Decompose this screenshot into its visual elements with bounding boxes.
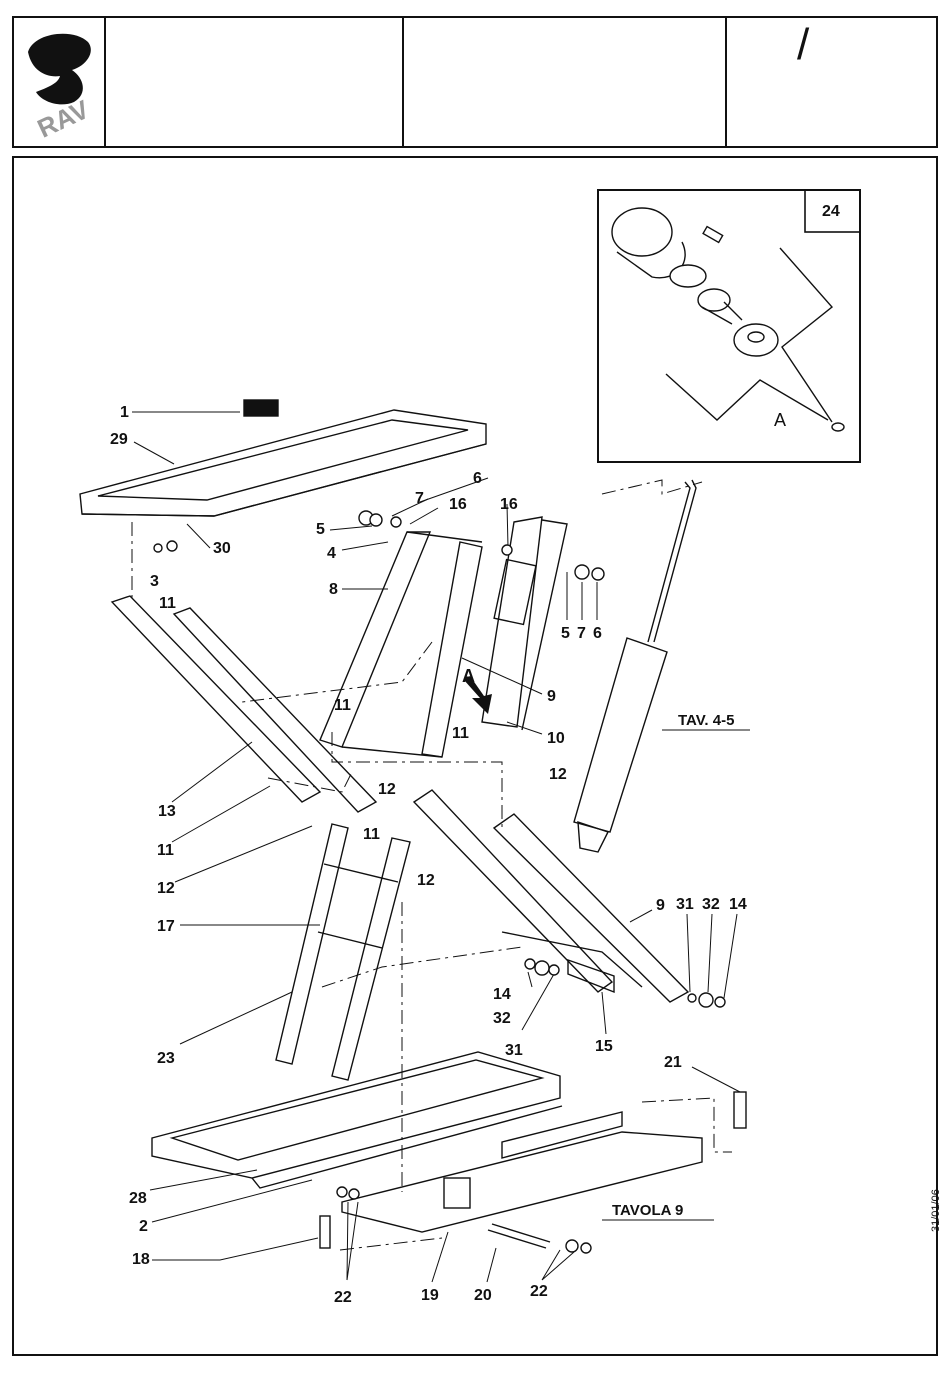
- part-label-7b: 7: [577, 625, 586, 642]
- inset-detail-label: A: [774, 410, 786, 430]
- part-label-10: 10: [547, 730, 565, 747]
- part-label-29: 29: [110, 431, 128, 448]
- part-label-16: 16: [449, 496, 467, 513]
- part-label-2: 2: [139, 1218, 148, 1235]
- part-label-18: 18: [132, 1251, 150, 1268]
- part-label-16b: 16: [500, 496, 518, 513]
- part-label-14: 14: [729, 896, 747, 913]
- part-label-21: 21: [664, 1054, 682, 1071]
- part-label-9: 9: [547, 688, 556, 705]
- part-label-12c: 12: [417, 872, 435, 889]
- part-label-11b: 11: [334, 697, 351, 714]
- part-label-17: 17: [157, 918, 175, 935]
- part-label-22b: 22: [530, 1283, 548, 1300]
- page-cell: /: [727, 18, 936, 146]
- part-label-7: 7: [415, 490, 424, 507]
- part-label-11d: 11: [363, 826, 380, 843]
- date-stamp: 31/01/06: [930, 1189, 942, 1232]
- hydraulic-cylinder: [574, 480, 696, 852]
- title-block: RAV /: [12, 16, 938, 148]
- part-label-22: 22: [334, 1289, 352, 1306]
- part-label-30: 30: [213, 540, 231, 557]
- inset-detail-24: 24 A: [598, 190, 860, 462]
- ref-tavola-9: TAVOLA 9: [612, 1202, 683, 1219]
- part-label-13: 13: [158, 803, 176, 820]
- logo-text: RAV: [33, 94, 94, 144]
- part-label-12: 12: [378, 781, 396, 798]
- part-label-12d: 12: [157, 880, 175, 897]
- part-label-6b: 6: [593, 625, 602, 642]
- part-label-8: 8: [329, 581, 338, 598]
- logo-cell: RAV: [14, 18, 106, 146]
- part-label-5: 5: [316, 521, 325, 538]
- part-label-4: 4: [327, 545, 336, 562]
- top-platform: [80, 400, 486, 516]
- inset-ref-number: 24: [822, 203, 840, 220]
- part-label-9b: 9: [656, 897, 665, 914]
- part-label-14b: 14: [493, 986, 511, 1003]
- part-label-31: 31: [676, 896, 694, 913]
- exploded-diagram: 24 A: [14, 158, 936, 1354]
- title-cell-1: [106, 18, 404, 146]
- lower-left-arms: [276, 824, 410, 1080]
- part-label-1: 1: [120, 404, 129, 421]
- page-mark: /: [797, 20, 809, 70]
- part-label-5b: 5: [561, 625, 570, 642]
- part-label-20: 20: [474, 1287, 492, 1304]
- part-label-11e: 11: [157, 842, 174, 859]
- part-label-32b: 32: [493, 1010, 511, 1027]
- part-label-28: 28: [129, 1190, 147, 1207]
- part-label-11c: 11: [452, 725, 469, 742]
- part-label-32: 32: [702, 896, 720, 913]
- rav-logo: RAV: [14, 18, 104, 146]
- part-label-23: 23: [157, 1050, 175, 1067]
- part-label-31b: 31: [505, 1042, 523, 1059]
- detail-arrow-label: A: [462, 666, 475, 686]
- part-label-6: 6: [473, 470, 482, 487]
- ref-tav-4-5: TAV. 4-5: [678, 712, 734, 729]
- part-label-3: 3: [150, 573, 159, 590]
- part-label-11: 11: [159, 595, 176, 612]
- exploded-view-frame: 24 A: [12, 156, 938, 1356]
- part-label-19: 19: [421, 1287, 439, 1304]
- title-cell-2: [404, 18, 727, 146]
- part-label-12b: 12: [549, 766, 567, 783]
- upper-arm-frame: [320, 517, 567, 757]
- part-label-15: 15: [595, 1038, 613, 1055]
